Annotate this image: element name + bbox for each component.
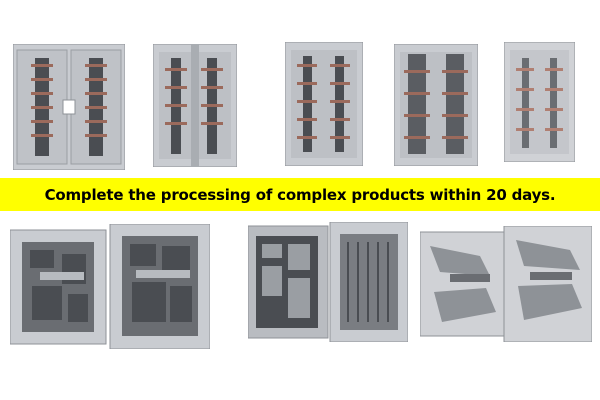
mold-image-4 — [394, 44, 478, 166]
caption-banner: Complete the processing of complex produ… — [0, 178, 600, 211]
mold-image-2 — [153, 44, 237, 167]
mold-image-7 — [248, 222, 408, 342]
mold-image-6 — [10, 224, 210, 349]
mold-image-5 — [504, 42, 575, 162]
mold-image-8 — [420, 226, 592, 342]
mold-image-1 — [13, 44, 125, 170]
caption-text: Complete the processing of complex produ… — [44, 185, 556, 204]
mold-image-3 — [285, 42, 363, 166]
